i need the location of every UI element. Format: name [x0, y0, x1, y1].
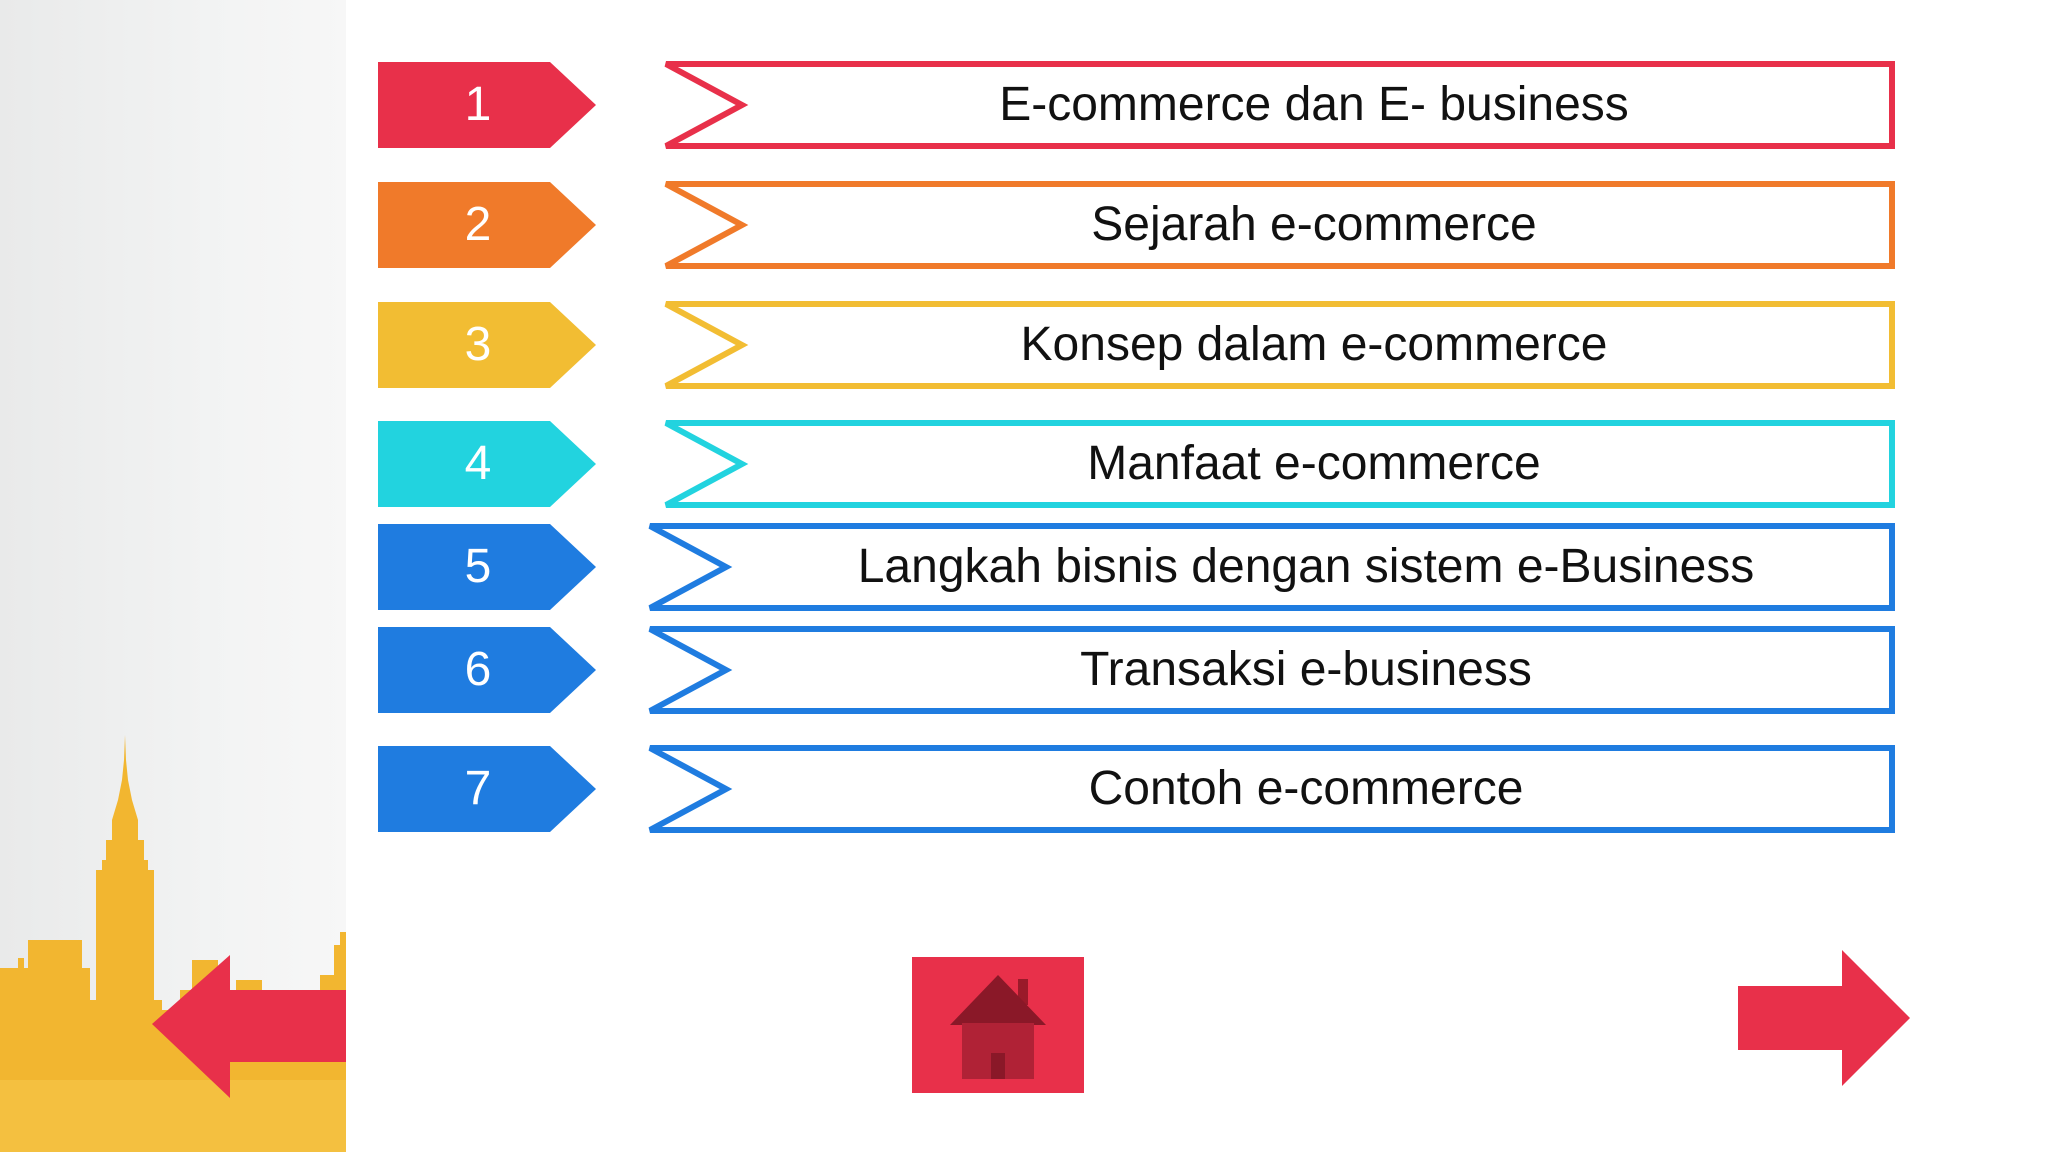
next-button[interactable] [1738, 950, 1912, 1090]
number-tag-5[interactable]: 5 [378, 524, 602, 610]
topic-banner-outline [664, 301, 1895, 389]
topic-label: Transaksi e-business [1080, 643, 1532, 696]
number-label: 6 [464, 643, 492, 696]
number-label: 5 [464, 540, 492, 593]
topic-item-4[interactable]: Manfaat e-commerce [662, 419, 1896, 509]
number-tag-3[interactable]: 3 [378, 302, 602, 388]
tag-arrow-shape [378, 421, 596, 507]
tag-arrow-fill [378, 746, 596, 832]
tag-arrow-fill [378, 182, 596, 268]
number-tag-7[interactable]: 7 [378, 746, 602, 832]
arrow-right-icon [1738, 950, 1910, 1086]
topic-banner-stroke [648, 745, 1895, 833]
tag-arrow-shape [378, 62, 596, 148]
topic-banner-outline [648, 523, 1895, 611]
number-tag-1[interactable]: 1 [378, 62, 602, 148]
topic-banner-outline [664, 61, 1895, 149]
topic-label: Manfaat e-commerce [1087, 437, 1541, 490]
topic-item-1[interactable]: E-commerce dan E- business [662, 60, 1896, 150]
topic-label: Sejarah e-commerce [1091, 198, 1537, 251]
topic-item-6[interactable]: Transaksi e-business [646, 625, 1896, 715]
tag-arrow-shape [378, 302, 596, 388]
tag-arrow-shape [378, 524, 596, 610]
tag-arrow-fill [378, 524, 596, 610]
topic-banner-outline [664, 420, 1895, 508]
tag-arrow-fill [378, 62, 596, 148]
topic-item-3[interactable]: Konsep dalam e-commerce [662, 300, 1896, 390]
topic-banner-stroke [648, 626, 1895, 714]
topic-banner-outline [648, 745, 1895, 833]
topic-label: Langkah bisnis dengan sistem e-Business [857, 540, 1755, 593]
tag-arrow-fill [378, 302, 596, 388]
topic-banner-stroke [664, 181, 1895, 269]
number-label: 1 [464, 78, 492, 131]
topic-label: Konsep dalam e-commerce [1020, 318, 1608, 371]
topic-banner-stroke [664, 61, 1895, 149]
number-tag-6[interactable]: 6 [378, 627, 602, 713]
topic-banner-stroke [664, 420, 1895, 508]
tag-arrow-shape [378, 627, 596, 713]
home-icon [950, 975, 1046, 1079]
side-panel [0, 0, 346, 1152]
topic-item-7[interactable]: Contoh e-commerce [646, 744, 1896, 834]
topic-banner-stroke [664, 301, 1895, 389]
number-label: 2 [464, 198, 492, 251]
city-skyline-icon [0, 735, 346, 1152]
prev-button[interactable] [152, 955, 346, 1098]
topic-banner-outline [664, 181, 1895, 269]
tag-arrow-fill [378, 421, 596, 507]
home-button[interactable] [912, 957, 1084, 1093]
topic-banner-outline [648, 626, 1895, 714]
number-label: 7 [464, 762, 492, 815]
number-tag-4[interactable]: 4 [378, 421, 602, 507]
topic-label: E-commerce dan E- business [999, 78, 1629, 131]
number-tag-2[interactable]: 2 [378, 182, 602, 268]
number-label: 4 [464, 437, 492, 490]
topic-item-5[interactable]: Langkah bisnis dengan sistem e-Business [646, 522, 1896, 612]
topic-item-2[interactable]: Sejarah e-commerce [662, 180, 1896, 270]
number-label: 3 [464, 318, 492, 371]
tag-arrow-shape [378, 182, 596, 268]
tag-arrow-fill [378, 627, 596, 713]
topic-banner-stroke [648, 523, 1895, 611]
topic-label: Contoh e-commerce [1088, 762, 1524, 815]
tag-arrow-shape [378, 746, 596, 832]
